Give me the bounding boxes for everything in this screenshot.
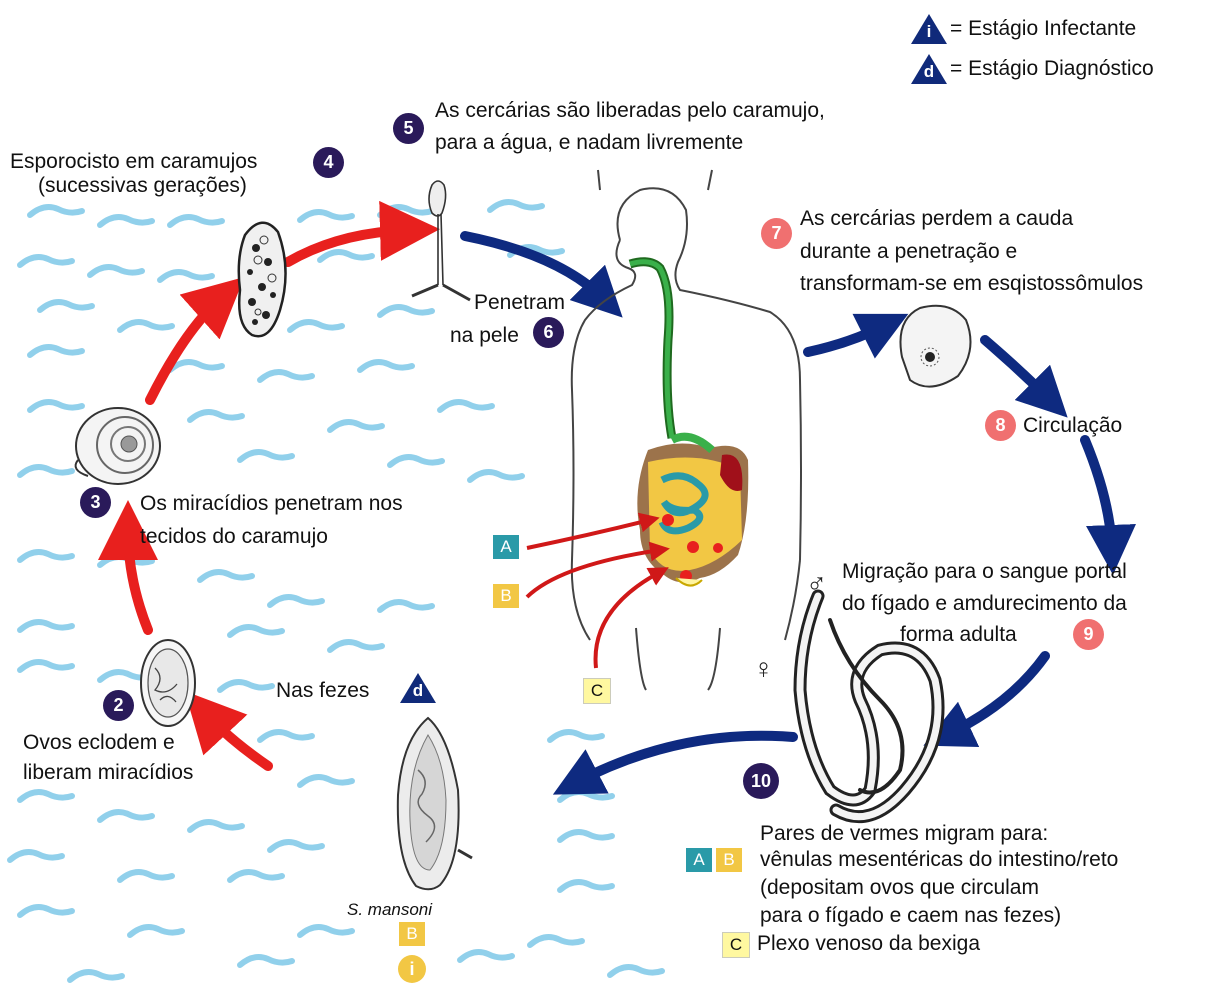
step-3-line2: tecidos do caramujo [140,523,328,550]
step-10-line2: vênulas mesentéricas do intestino/reto [760,846,1118,873]
step-5-line1: As cercárias são liberadas pelo caramujo… [435,97,825,124]
cercaria [412,181,470,300]
egg-infective-badge: i [398,955,426,983]
infective-stage-symbol: i [911,22,947,42]
step-10-line4: para o fígado e caem nas fezes) [760,902,1061,929]
step-8-label: Circulação [1023,412,1122,439]
digestive-tract [630,262,748,586]
step-7-line2: durante a penetração e [800,238,1017,265]
step-6-line1: Penetram [474,289,565,316]
body-red-arrows [527,520,660,668]
diagnostic-stage-label: = Estágio Diagnóstico [950,55,1154,82]
step-2-line2: liberam miracídios [23,759,193,786]
species-label: S. mansoni [347,896,432,923]
step-7-line3: transformam-se em esqistossômulos [800,270,1143,297]
miracidium-egg [141,640,195,726]
step-9-line1: Migração para o sangue portal [842,558,1127,585]
blue-arrows [465,236,1112,783]
step-10-line3: (depositam ovos que circulam [760,874,1039,901]
step-4-line2: (sucessivas gerações) [38,172,247,199]
snail [76,408,160,484]
egg-code-b: B [399,922,425,946]
step-4-line1: Esporocisto em caramujos [10,148,257,175]
schistosoma-egg [398,718,472,889]
code-a-box: A [493,535,519,559]
step-6-line2: na pele [450,322,519,349]
sporocyst [239,223,286,337]
step-10-line5: Plexo venoso da bexiga [757,930,980,957]
schistosomulum [900,306,970,387]
step-2-badge: 2 [103,690,134,721]
step-10-code-c: C [722,932,750,958]
code-c-box: C [583,678,611,704]
step-6-badge: 6 [533,317,564,348]
step-5-line2: para a água, e nadam livremente [435,129,743,156]
step-8-badge: 8 [985,410,1016,441]
step-7-line1: As cercárias perdem a cauda [800,205,1073,232]
step-3-line1: Os miracídios penetram nos [140,490,403,517]
step-3-badge: 3 [80,487,111,518]
diagnostic-stage-symbol: d [911,62,947,82]
step-9-line3: forma adulta [900,621,1017,648]
step-10-code-a: A [686,848,712,872]
infective-stage-label: = Estágio Infectante [950,15,1136,42]
feces-label: Nas fezes [276,677,369,704]
step-9-line2: do fígado e amdurecimento da [842,590,1127,617]
step-9-badge: 9 [1073,619,1104,650]
step-4-badge: 4 [313,147,344,178]
female-symbol: ♀ [753,653,774,685]
feces-diagnostic-symbol: d [400,681,436,701]
step-7-badge: 7 [761,218,792,249]
human-body [572,170,801,690]
male-symbol: ♂ [806,568,827,600]
step-5-badge: 5 [393,113,424,144]
step-2-line1: Ovos eclodem e [23,729,175,756]
step-10-line1: Pares de vermes migram para: [760,820,1048,847]
code-b-box: B [493,584,519,608]
water-waves [10,202,662,980]
step-10-badge: 10 [743,763,779,799]
step-10-code-b: B [716,848,742,872]
